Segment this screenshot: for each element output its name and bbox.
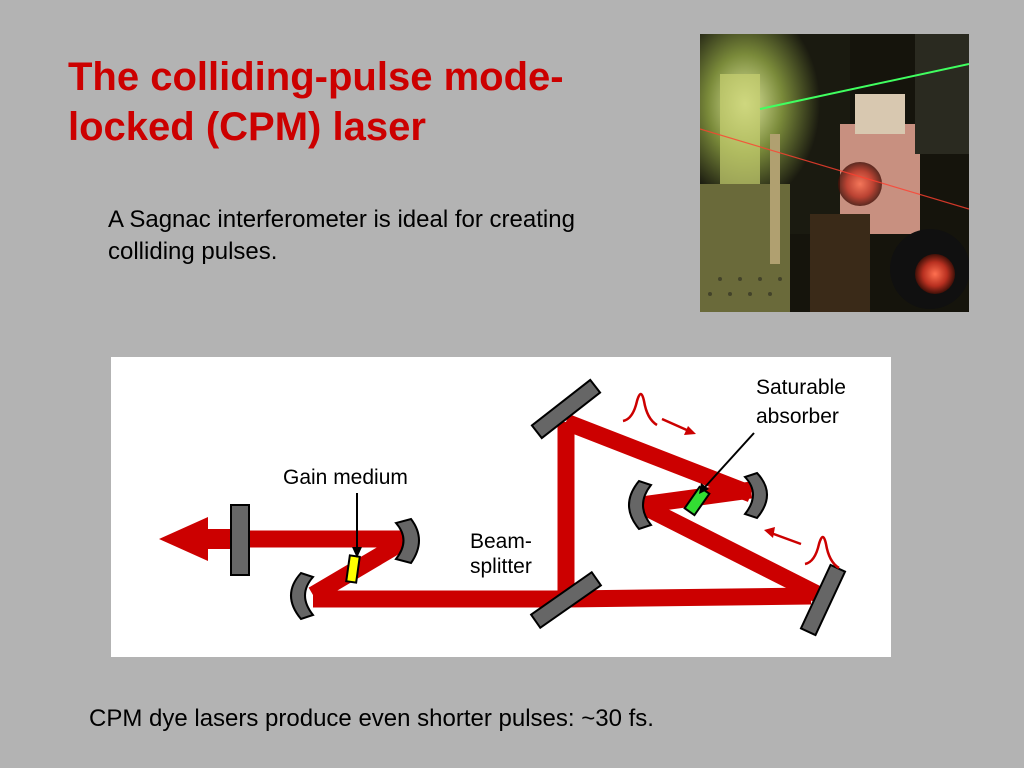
output-mirror (230, 504, 250, 576)
beamsplitter-label-line1: Beam- (470, 530, 532, 553)
laser-lab-photo (700, 34, 969, 312)
laser-lab-photo-image (700, 34, 969, 312)
pulse-top-arrow (661, 417, 690, 433)
absorber-pointer (704, 432, 755, 488)
beam-bottom-right (565, 587, 812, 608)
pulse-top-arrow-head (684, 426, 696, 435)
output-arrow (159, 517, 245, 561)
gain-curved-mirror-lower (290, 571, 315, 621)
beamsplitter-mirror (529, 570, 603, 630)
absorber-pointer-head (699, 483, 709, 494)
slide-subtitle: A Sagnac interferometer is ideal for cre… (108, 206, 575, 265)
gain-medium-pointer-head (352, 547, 362, 558)
gain-medium-label: Gain medium (283, 466, 408, 489)
pulse-bottom-icon (804, 535, 840, 570)
absorber-curved-mirror-left (628, 479, 653, 531)
beamsplitter-label-line2: splitter (470, 555, 532, 578)
absorber-label-line1: Saturable (756, 376, 846, 399)
pulse-bottom-arrow (770, 531, 802, 546)
cpm-laser-diagram: Gain medium Beam- splitter Saturable abs… (111, 357, 891, 657)
pulse-top-icon (622, 392, 658, 427)
slide-title: The colliding-pulse mode-locked (CPM) la… (68, 55, 564, 149)
gain-medium-crystal (345, 554, 361, 584)
beam-gain-section (308, 532, 411, 603)
gain-curved-mirror-upper (394, 517, 420, 565)
pulse-bottom-arrow-head (764, 527, 775, 538)
beam-top-diagonal (562, 414, 755, 502)
top-fold-mirror (530, 378, 602, 440)
slide-footer: CPM dye lasers produce even shorter puls… (89, 705, 654, 732)
cpm-laser-schematic (159, 378, 847, 637)
beam-lower-diagonal (637, 497, 825, 604)
absorber-label-line2: absorber (756, 405, 839, 428)
absorber-curved-mirror-right (743, 471, 768, 520)
